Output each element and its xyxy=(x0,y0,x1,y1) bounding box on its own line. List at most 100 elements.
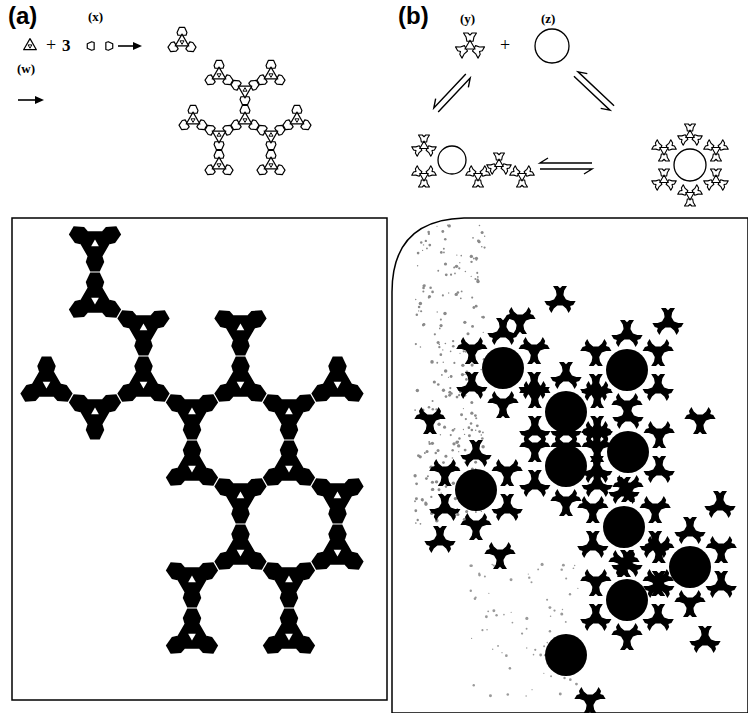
hub xyxy=(290,112,304,124)
speckle xyxy=(470,401,473,404)
speckle xyxy=(460,255,462,257)
arm-group xyxy=(429,494,460,521)
arm-lobe xyxy=(106,42,113,51)
hub-body xyxy=(264,157,278,169)
speckle xyxy=(452,457,454,459)
hub-hole xyxy=(237,382,245,389)
speckle xyxy=(420,523,422,525)
hub xyxy=(654,426,668,440)
speckle xyxy=(426,450,429,453)
arm-group xyxy=(678,185,703,206)
speckle xyxy=(528,573,529,574)
speckle xyxy=(415,299,416,300)
speckle xyxy=(457,291,460,294)
speckle xyxy=(471,429,474,432)
hub-body xyxy=(527,478,541,492)
speckle xyxy=(463,408,464,409)
arm-group xyxy=(256,60,286,86)
speckle xyxy=(416,389,419,392)
hub-body xyxy=(437,464,451,478)
speckle xyxy=(474,278,476,280)
disk xyxy=(545,634,587,676)
arm-group xyxy=(689,626,720,653)
equilibrium-arrow xyxy=(540,158,592,163)
speckle xyxy=(428,296,430,298)
speckle xyxy=(481,231,484,234)
hub-body xyxy=(131,321,156,343)
arm-group xyxy=(519,470,550,497)
speckle xyxy=(464,462,465,463)
speckle xyxy=(492,649,493,650)
speckle xyxy=(444,262,447,265)
hub-hole xyxy=(217,133,221,137)
speckle xyxy=(454,428,456,430)
hub-body xyxy=(290,112,304,124)
arm-group xyxy=(164,558,221,607)
arm-group xyxy=(643,536,674,563)
speckle xyxy=(546,599,548,601)
hub-body xyxy=(186,112,200,124)
arm-group xyxy=(704,140,729,161)
hub xyxy=(420,141,429,148)
speckle xyxy=(445,273,448,276)
hub-body xyxy=(695,417,706,426)
hub-body xyxy=(498,326,509,335)
arm-group xyxy=(212,357,269,406)
hub-body xyxy=(325,489,350,511)
hub xyxy=(561,499,572,508)
arm-group xyxy=(212,525,269,574)
hub xyxy=(686,193,695,200)
hub xyxy=(24,39,37,50)
hub xyxy=(471,448,482,457)
speckle xyxy=(575,683,578,686)
speckle xyxy=(487,610,489,612)
hub xyxy=(515,317,526,326)
hub xyxy=(228,537,253,559)
hub-body xyxy=(435,534,446,543)
hub-body xyxy=(651,541,665,555)
hub xyxy=(622,558,633,567)
hub xyxy=(238,86,252,98)
speckle xyxy=(466,332,469,335)
speckle xyxy=(444,238,447,241)
speckle xyxy=(469,565,472,568)
hub-hole xyxy=(217,164,221,168)
hub-body xyxy=(716,579,730,593)
arm-group xyxy=(492,459,523,486)
speckle xyxy=(422,287,425,290)
arm-group xyxy=(519,381,550,408)
hub-body xyxy=(228,489,253,511)
disk-outline xyxy=(535,29,569,63)
speckle xyxy=(437,270,439,272)
speckle xyxy=(423,244,424,245)
hub xyxy=(425,417,436,426)
hub xyxy=(82,285,107,307)
hub xyxy=(685,525,696,534)
speckle xyxy=(437,311,438,312)
component-label: 3 xyxy=(62,37,71,54)
arm-group xyxy=(261,558,318,607)
hub xyxy=(212,67,226,79)
hub xyxy=(527,386,541,400)
hub-body xyxy=(658,144,669,155)
hub xyxy=(179,405,204,427)
speckle xyxy=(495,614,497,616)
arm-group xyxy=(704,491,735,518)
speckle xyxy=(478,430,481,433)
arm-group xyxy=(487,318,518,345)
hub xyxy=(179,573,204,595)
speckle xyxy=(430,496,432,498)
speckle xyxy=(448,394,451,397)
speckle xyxy=(501,652,502,653)
speckle xyxy=(505,654,508,657)
hub xyxy=(179,621,204,643)
equilibrium-arrow xyxy=(574,76,610,110)
speckle xyxy=(465,271,467,273)
hub xyxy=(592,440,606,454)
speckle xyxy=(458,451,459,452)
speckle xyxy=(533,654,535,656)
hub-hole xyxy=(285,408,293,415)
speckle xyxy=(531,689,532,690)
speckle xyxy=(483,246,485,248)
speckle xyxy=(550,675,552,677)
